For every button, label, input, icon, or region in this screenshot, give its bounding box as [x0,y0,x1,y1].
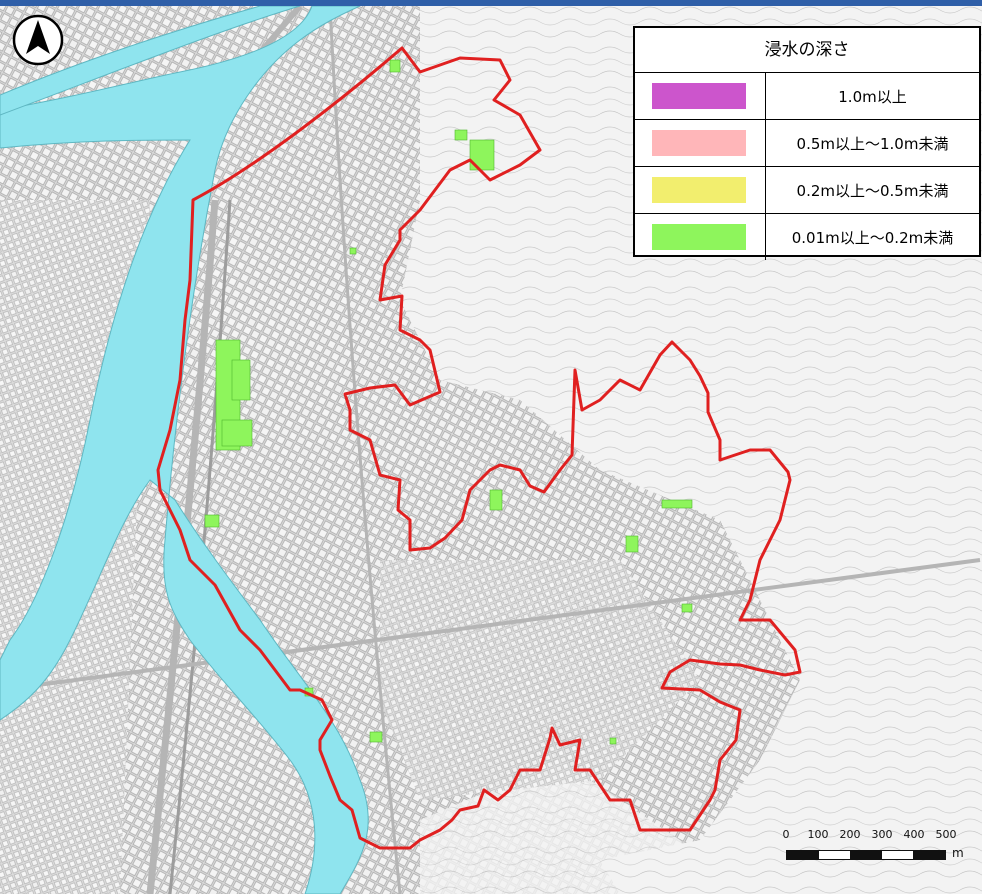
legend-title: 浸水の深さ [635,28,979,73]
legend-panel: 浸水の深さ 1.0m以上 0.5m以上～1.0m未満 0.2m以上～0.5m未満… [633,26,981,260]
legend-swatch-depth-0.01-0.2m [652,224,746,250]
legend-swatch-depth-0.5-1m [652,130,746,156]
scale-bar-graphic [786,850,946,860]
legend-label: 1.0m以上 [838,87,907,106]
scale-tick-labels: 0 100 200 300 400 500 [780,828,957,846]
legend-swatch-cell [635,214,766,260]
scale-tick: 500 [935,828,957,841]
legend-item: 0.01m以上～0.2m未満 [635,214,979,260]
scale-tick: 0 [782,828,790,841]
legend-item: 0.5m以上～1.0m未満 [635,120,979,167]
legend-label: 0.01m以上～0.2m未満 [791,228,954,247]
scale-tick: 100 [807,828,829,841]
scale-tick: 400 [903,828,925,841]
flood-area-boundary [156,46,802,850]
scale-unit: m [952,846,964,860]
legend-swatch-cell [635,120,766,166]
top-banner-bar [0,0,982,6]
legend-swatch-depth-0.2-0.5m [652,177,746,203]
legend-label: 0.5m以上～1.0m未満 [796,134,949,153]
legend-item: 0.2m以上～0.5m未満 [635,167,979,214]
legend-item: 1.0m以上 [635,73,979,120]
scale-bar: 0 100 200 300 400 500 m [780,828,970,870]
legend-swatch-depth-1m-plus [652,83,746,109]
north-arrow-icon [12,14,64,66]
scale-tick: 200 [839,828,861,841]
river-branch [0,6,301,116]
legend-label: 0.2m以上～0.5m未満 [796,181,949,200]
urban-area-center [380,560,700,800]
scale-tick: 300 [871,828,893,841]
hill-area-lower [420,760,720,894]
legend-swatch-cell [635,167,766,213]
north-arrow [12,14,64,66]
legend-swatch-cell [635,73,766,119]
